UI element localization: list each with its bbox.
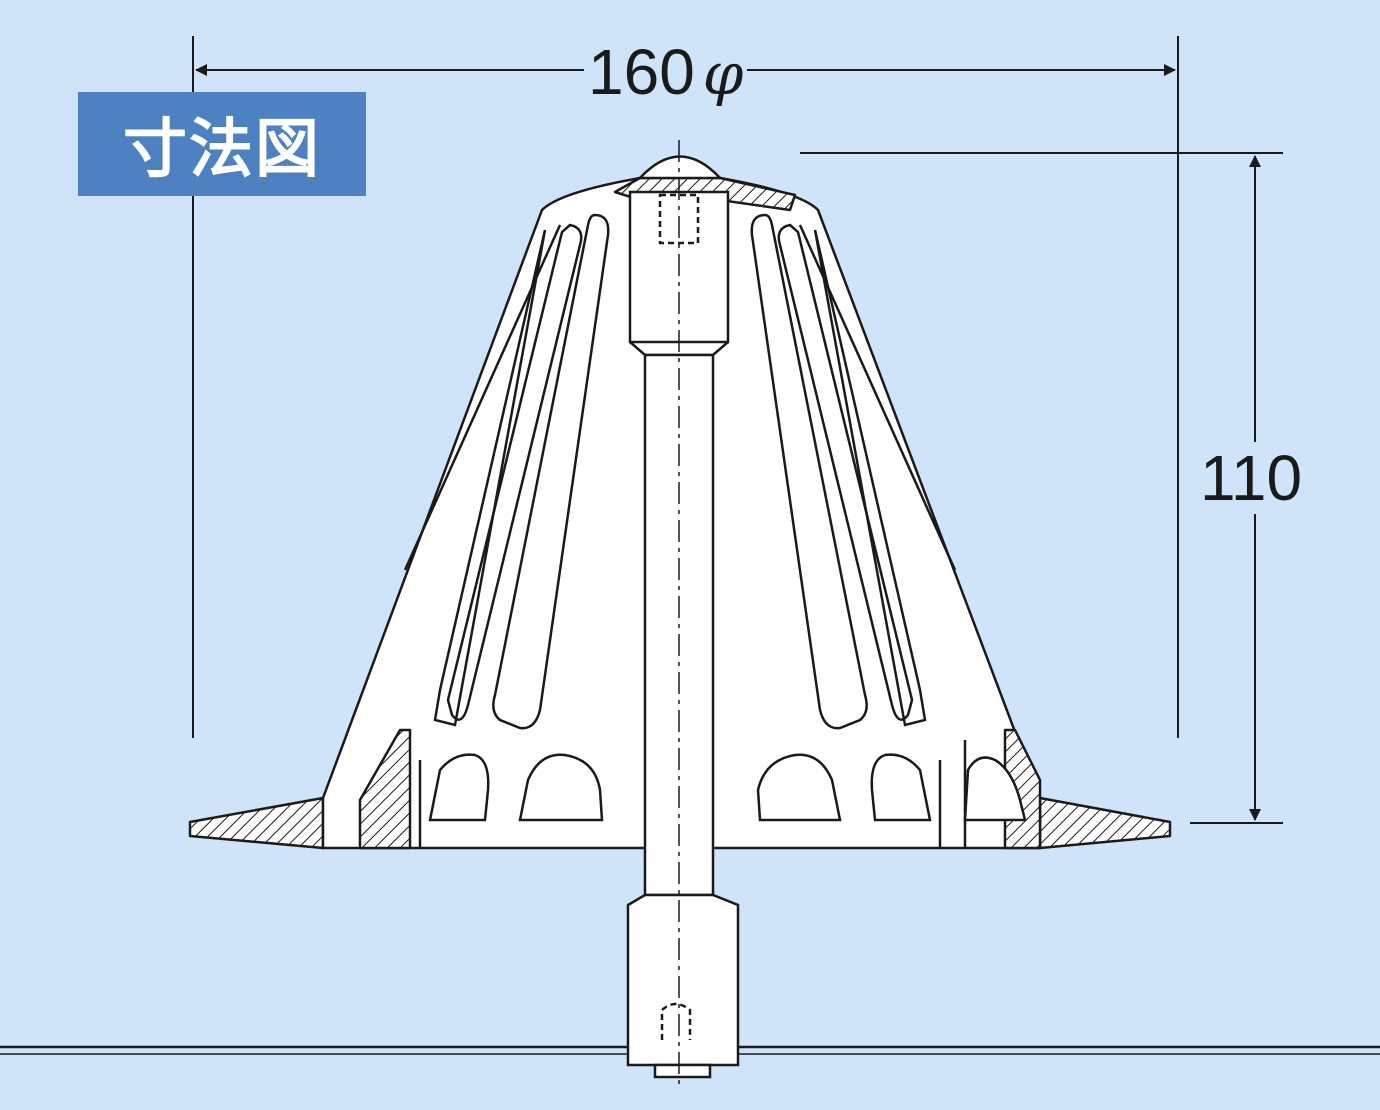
center-bolt bbox=[626, 140, 740, 1090]
strainer-slots bbox=[433, 213, 927, 730]
flange-right bbox=[1038, 796, 1172, 850]
dome-nut bbox=[638, 155, 722, 180]
ring-left bbox=[358, 728, 412, 850]
diameter-symbol: φ bbox=[702, 40, 744, 108]
width-value: 160 bbox=[588, 36, 695, 108]
diagram-title-badge: 寸法図 bbox=[78, 92, 366, 196]
height-dimension-label: 110 bbox=[1200, 442, 1303, 514]
flange-left bbox=[188, 796, 325, 850]
lower-windows bbox=[418, 753, 1027, 848]
